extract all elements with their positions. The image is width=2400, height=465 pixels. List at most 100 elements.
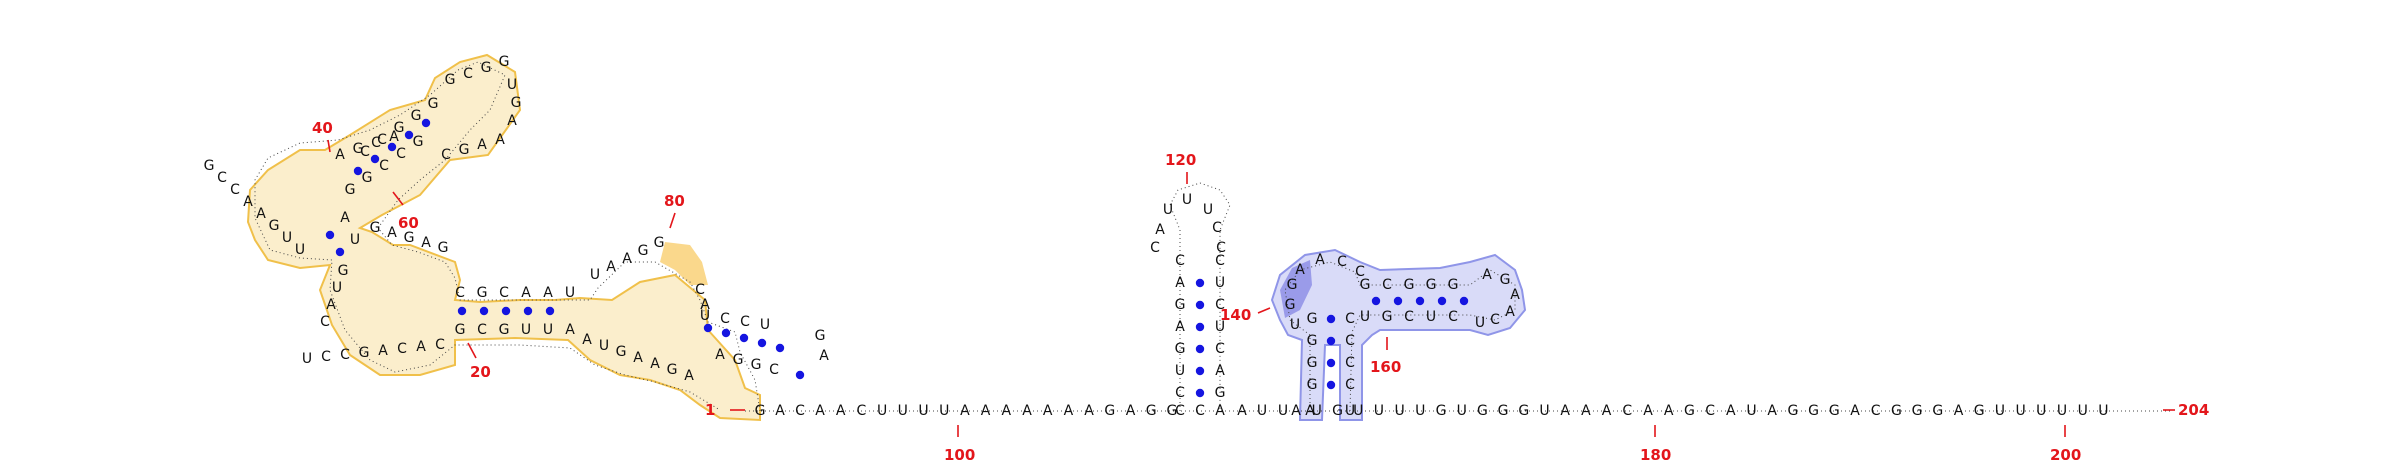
blue-tip-3: A — [1505, 304, 1515, 320]
tail-nt-a1: A — [1237, 403, 1247, 419]
tail-nt-u2: U — [1278, 403, 1288, 419]
yellow-ca-0: C — [695, 282, 705, 298]
blue-left-stem-nt-3: G — [1307, 311, 1318, 327]
tail-nt-u1: U — [1257, 403, 1267, 419]
yellow-apex-left-nt-1: C — [463, 66, 473, 82]
yellow-righttail-bot-nt-0: A — [715, 347, 725, 363]
yellow-upper-top-nt-4: G — [428, 96, 439, 112]
tail-nt-16: G — [1146, 403, 1157, 419]
tail-nt-62: U — [2098, 403, 2108, 419]
yellow-righttail-bot-nt-3: C — [769, 362, 779, 378]
yellow-tail-pair-4 — [775, 343, 785, 353]
hairpin-right-nt-5: U — [1215, 275, 1225, 291]
hairpin-loop-3: U — [1182, 192, 1192, 208]
tail-nt-60: U — [2057, 403, 2067, 419]
yellow-righttail-tip-nt-0: G — [815, 328, 826, 344]
hairpin-foot-3: A — [1215, 403, 1225, 419]
position-tick-40 — [327, 139, 331, 153]
yellow-mid-top-nt-5: U — [565, 285, 575, 301]
yellow-mid-bot-nt-3: U — [521, 322, 531, 338]
yellow-junction-pair-1 — [335, 247, 345, 257]
tail-nt-15: A — [1126, 403, 1136, 419]
blue-stem-pair-0 — [1326, 380, 1336, 390]
tail-nt-32: G — [1477, 403, 1488, 419]
yellow-leftloop-top-nt-0: A — [335, 147, 345, 163]
hairpin-pair-1 — [1195, 366, 1205, 376]
yellow-upper-pair-3 — [404, 130, 414, 140]
yellow-lowleft-nt-7: U — [302, 351, 312, 367]
hairpin-left-nt-3: A — [1175, 319, 1185, 335]
blue-left-stem-nt-0: G — [1307, 377, 1318, 393]
yellow-upper-pair-2 — [387, 142, 397, 152]
tail-nt-37: A — [1581, 403, 1591, 419]
tail-nt-33: G — [1498, 403, 1509, 419]
yellow-rightloop-bot-nt-1: U — [599, 338, 609, 354]
hairpin-loop-4: U — [1203, 202, 1213, 218]
yellow-mid-bot-nt-4: U — [543, 322, 553, 338]
yellow-rightloop-bot-nt-4: A — [650, 356, 660, 372]
hairpin-foot-5: C — [1175, 403, 1185, 419]
tail-nt-29: U — [1415, 403, 1425, 419]
blue-loop-0: U — [1290, 317, 1300, 333]
position-label-160: 160 — [1370, 358, 1401, 376]
yellow-leftloop-nt-2: G — [269, 218, 280, 234]
yellow-upper-bot-nt-4: G — [413, 134, 424, 150]
yellow-a-junction: A — [340, 210, 350, 226]
position-tick-140 — [1257, 307, 1271, 314]
yellow-mid-pair-1 — [479, 306, 489, 316]
yellow-domain-highlight — [246, 53, 761, 422]
yellow-gagag-nt-0: G — [370, 220, 381, 236]
yellow-mid-bot-nt-5: A — [565, 322, 575, 338]
yellow-gagag-nt-4: G — [438, 240, 449, 256]
yellow-rightloop-bot-nt-6: A — [684, 368, 694, 384]
hairpin-right-nt-3: U — [1215, 319, 1225, 335]
yellow-leftstem-nt-2: U — [332, 280, 342, 296]
yellow-ca-1: A — [700, 297, 710, 313]
blue-upper-stem-nt-2: G — [1404, 277, 1415, 293]
yellow-upper-top-nt-0: C — [360, 144, 370, 160]
position-label-120: 120 — [1165, 151, 1196, 169]
yellow-leftstem-nt-0: C — [320, 314, 330, 330]
tail-nt-8: A — [981, 403, 991, 419]
blue-upper-pair-4 — [1459, 296, 1469, 306]
tail-nt-31: U — [1457, 403, 1467, 419]
tail-nt-50: A — [1850, 403, 1860, 419]
yellow-lowleft-nt-6: C — [321, 349, 331, 365]
yellow-mid-pair-2 — [501, 306, 511, 316]
hairpin-left-nt-6: C — [1175, 253, 1185, 269]
blue-right-stem-nt-1: C — [1345, 355, 1355, 371]
yellow-apex-2: A — [507, 113, 517, 129]
blue-loop-2: G — [1287, 277, 1298, 293]
yellow-apex-left-nt-3: G — [499, 54, 510, 70]
yellow-righttail-bot-nt-1: G — [733, 352, 744, 368]
tail-nt-26: U — [1353, 403, 1363, 419]
blue-loop-5: C — [1337, 254, 1347, 270]
tail-nt-42: G — [1684, 403, 1695, 419]
yellow-apex-right-nt-0: A — [495, 132, 505, 148]
yellow-righttail-top-nt-0: U — [700, 308, 710, 324]
yellow-leftloop-nt-1: U — [282, 230, 292, 246]
tail-nt-10: A — [1022, 403, 1032, 419]
yellow-leftloop-nt-7: G — [204, 158, 215, 174]
yellow-mid-bot-nt-2: G — [499, 322, 510, 338]
yellow-tail-pair-0 — [703, 323, 713, 333]
position-tick-60 — [392, 191, 404, 206]
yellow-gagag-nt-2: G — [404, 230, 415, 246]
tail-nt-0: A — [815, 403, 825, 419]
yellow-righttail-tip-nt-1: A — [819, 348, 829, 364]
blue-foot-3: U — [1345, 403, 1355, 419]
tail-nt-13: A — [1084, 403, 1094, 419]
tail-nt-24: U — [1312, 403, 1322, 419]
hairpin-left-nt-4: G — [1175, 297, 1186, 313]
blue-tip-0: A — [1482, 267, 1492, 283]
tail-nt-52: G — [1891, 403, 1902, 419]
yellow-mid-pair-4 — [545, 306, 555, 316]
blue-left-stem-nt-2: G — [1307, 333, 1318, 349]
yellow-domain-backbone — [254, 61, 761, 412]
yellow-mid-bot-nt-1: C — [477, 322, 487, 338]
hairpin-right-nt-4: C — [1215, 297, 1225, 313]
